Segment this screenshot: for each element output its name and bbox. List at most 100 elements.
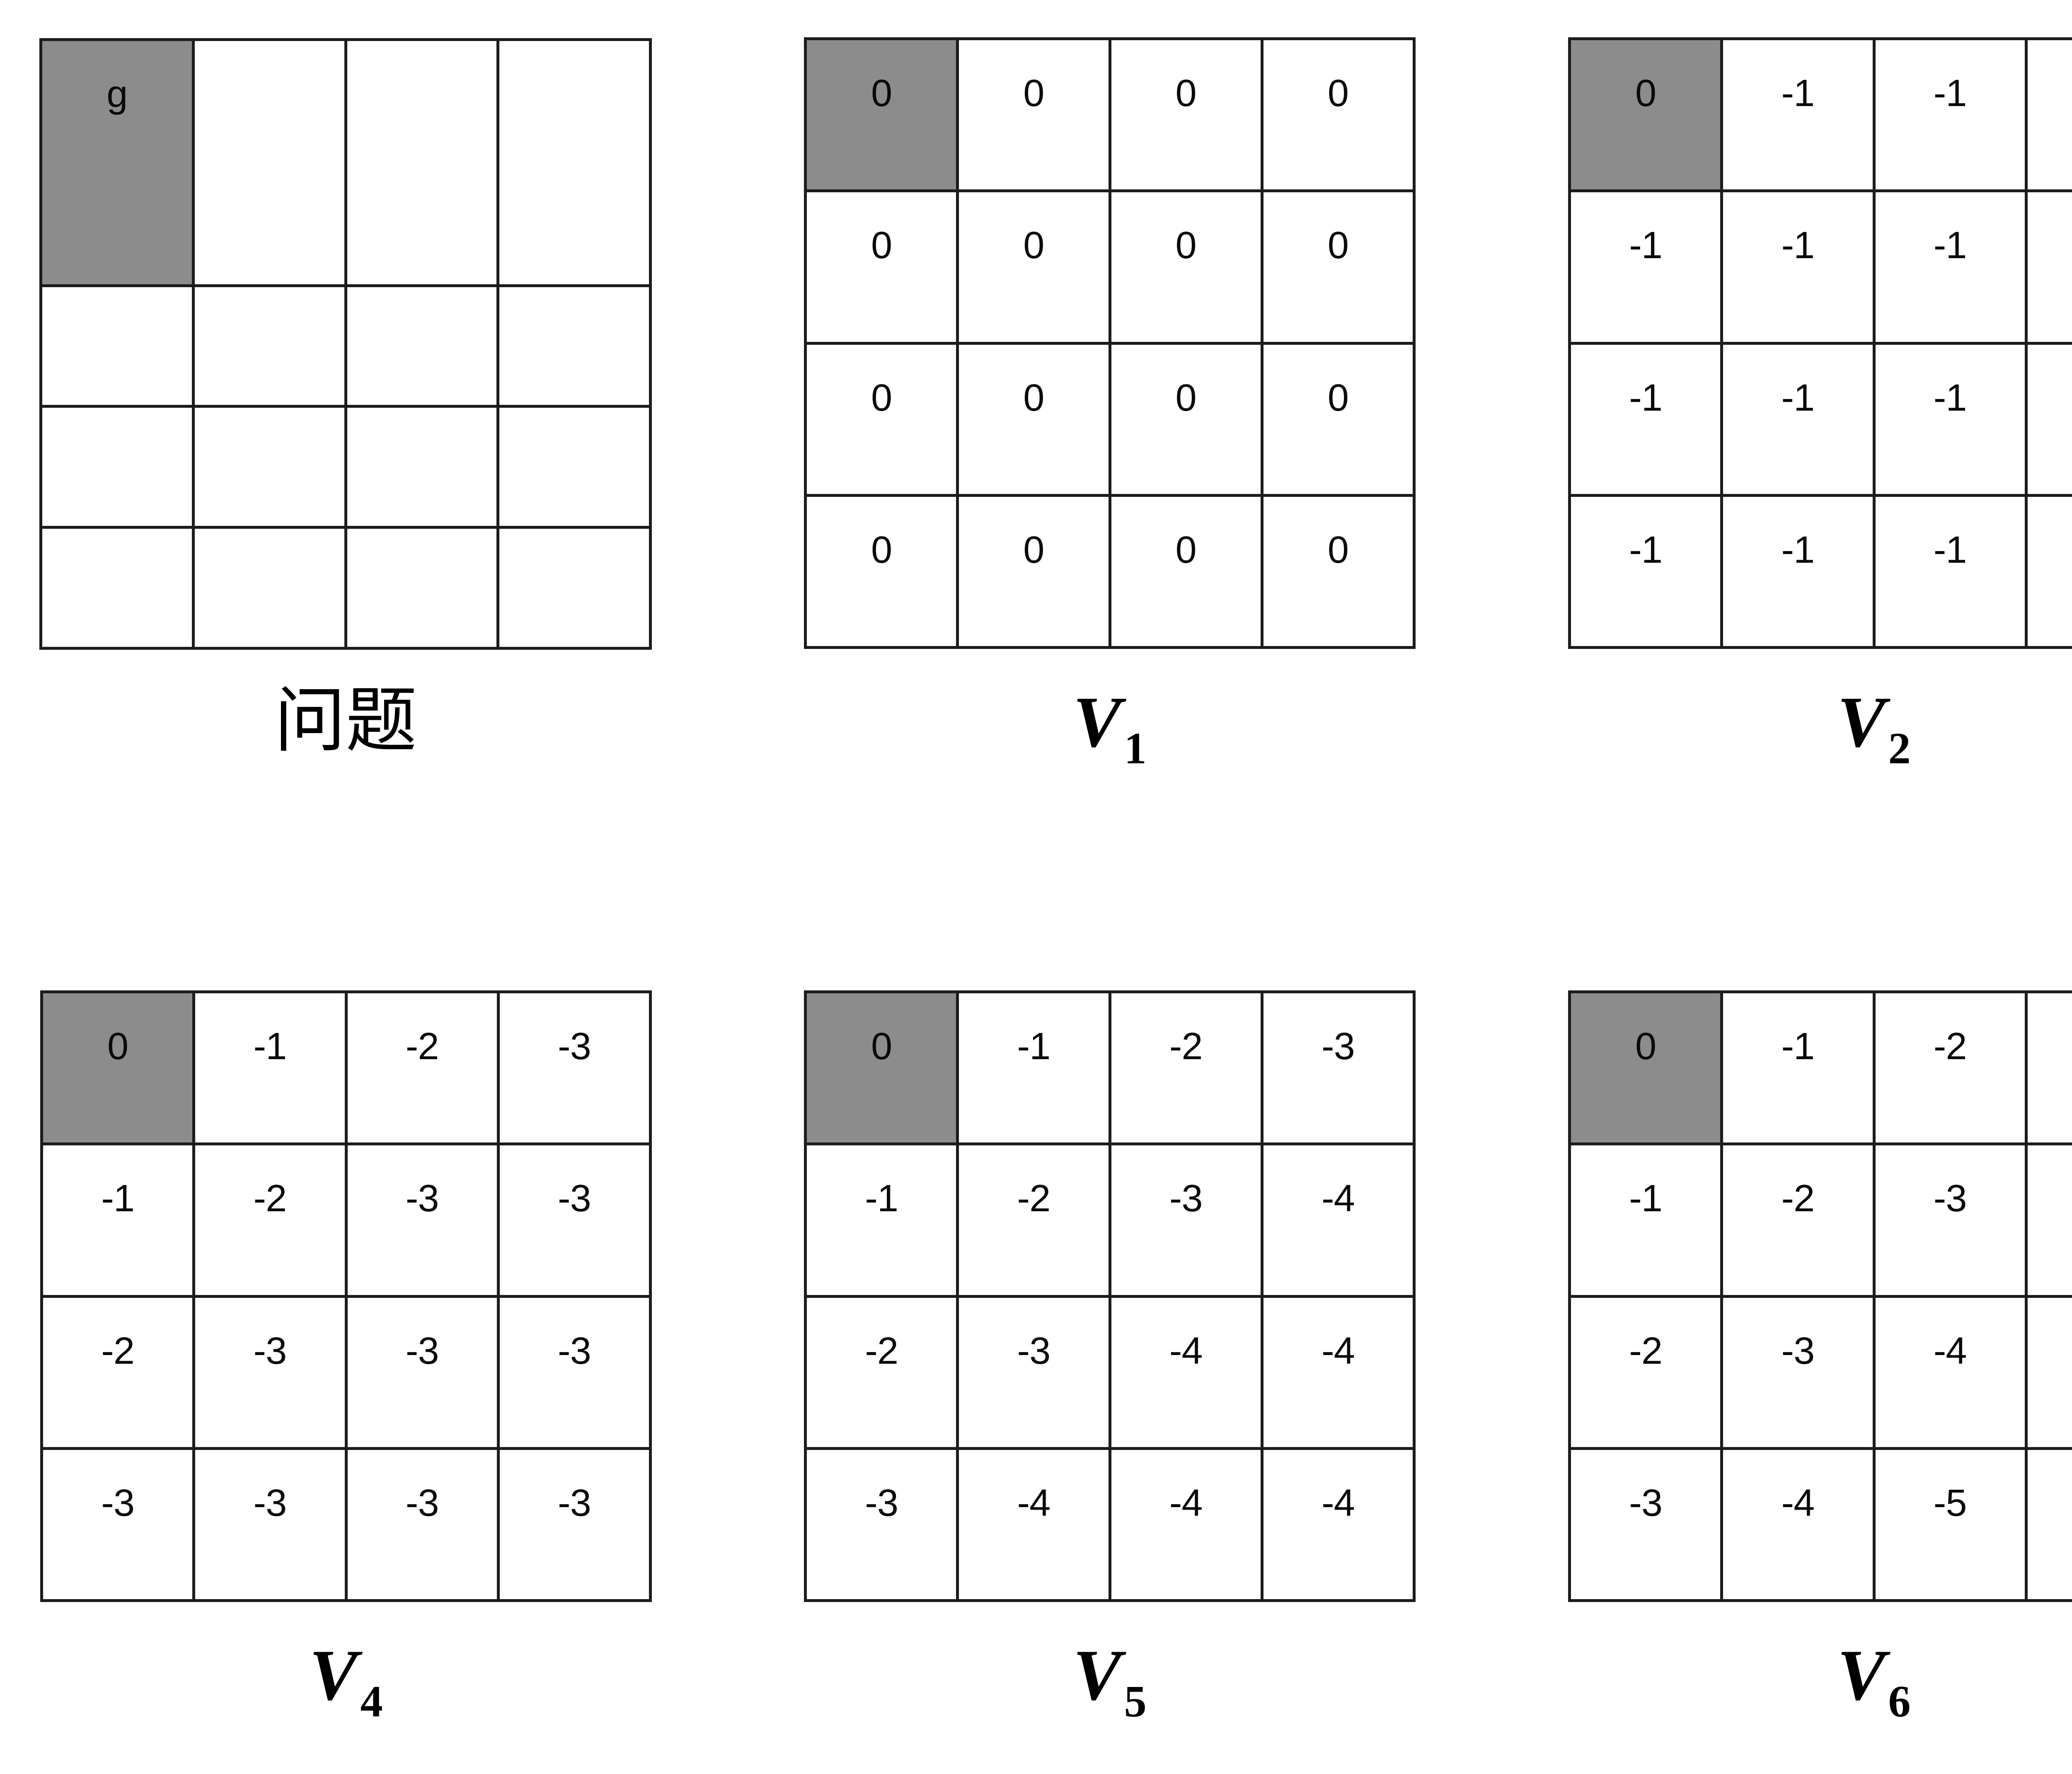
grid-cell — [496, 405, 652, 529]
cell-value: -3 — [557, 1025, 591, 1067]
cell-value: -2 — [1017, 1177, 1051, 1220]
cell-value — [347, 287, 497, 321]
cell-value: 0 — [1327, 224, 1349, 267]
grid-cell: -1 — [1720, 341, 1876, 497]
cell-value — [347, 529, 497, 563]
grid-cell: 0 — [1108, 341, 1264, 497]
cell-value: 0 — [1023, 376, 1044, 419]
grid-cell: -1 — [40, 1142, 196, 1298]
grid-cell: -1 — [2024, 189, 2072, 345]
caption-symbol: V — [1073, 682, 1121, 762]
panel-caption-v4: V4 — [40, 1639, 652, 1724]
grid-cell: -3 — [344, 1142, 500, 1298]
caption-text: 问题 — [274, 682, 417, 761]
grid-row: -2-3-4-4 — [804, 1295, 1416, 1450]
grid-cell: -3 — [496, 1142, 652, 1298]
grid-cell-terminal: 0 — [40, 990, 196, 1146]
caption-symbol: V — [1837, 682, 1886, 762]
cell-value: -3 — [557, 1481, 591, 1524]
grid-cell-terminal: 0 — [1568, 37, 1723, 193]
grid-cell: -1 — [2024, 494, 2072, 649]
grid-cell: -3 — [496, 990, 652, 1146]
grid-cell: 0 — [1260, 189, 1416, 345]
grid-cell: -3 — [192, 1295, 348, 1450]
cell-value: -1 — [1629, 1177, 1663, 1220]
grid-row: -3-4-5-5 — [1568, 1447, 2072, 1602]
grid-cell: -1 — [1872, 494, 2028, 649]
value-grid-problem: g — [39, 38, 652, 650]
grid-cell: -1 — [1568, 341, 1723, 497]
cell-value: -2 — [1933, 1025, 1967, 1067]
cell-value: 0 — [1175, 376, 1197, 419]
panel-caption-v2: V2 — [1568, 686, 2072, 771]
cell-value: -4 — [1321, 1177, 1355, 1220]
grid-cell: -1 — [1720, 189, 1876, 345]
cell-value — [195, 41, 344, 75]
cell-value: -3 — [865, 1481, 898, 1524]
cell-value — [499, 529, 649, 563]
grid-row: 0-1-2-3 — [804, 990, 1416, 1146]
cell-value: -1 — [1933, 72, 1967, 114]
cell-value: -2 — [101, 1329, 135, 1372]
caption-symbol: V — [1073, 1635, 1121, 1715]
cell-value: 0 — [871, 224, 892, 267]
cell-value: -1 — [2028, 192, 2072, 264]
grid-row: 0-1-2-3 — [1568, 990, 2072, 1146]
cell-value: 0 — [871, 1025, 892, 1067]
grid-cell: -3 — [956, 1295, 1111, 1450]
grid-cell: -4 — [956, 1447, 1111, 1602]
cell-value — [42, 529, 192, 563]
cell-value: -1 — [1781, 376, 1815, 419]
cell-value: -3 — [557, 1177, 591, 1220]
caption-subscript: 4 — [360, 1677, 383, 1727]
cell-value: 0 — [1175, 72, 1197, 114]
grid-row: -2-3-4-5 — [1568, 1295, 2072, 1450]
grid-cell: -4 — [1720, 1447, 1876, 1602]
cell-value: -1 — [1933, 224, 1967, 267]
grid-cell: -3 — [1720, 1295, 1876, 1450]
cell-value: -1 — [101, 1177, 135, 1220]
cell-value: -3 — [101, 1481, 135, 1524]
grid-row: -3-3-3-3 — [40, 1447, 652, 1602]
cell-value: -1 — [1629, 224, 1663, 267]
panel-v6: 0-1-2-3-1-2-3-4-2-3-4-5-3-4-5-5 — [1568, 990, 2072, 1602]
panel-v4: 0-1-2-3-1-2-3-3-2-3-3-3-3-3-3-3 — [40, 990, 652, 1602]
cell-value: -4 — [1321, 1329, 1355, 1372]
grid-cell: -1 — [1720, 37, 1876, 193]
grid-cell: -3 — [2024, 990, 2072, 1146]
cell-value: -1 — [865, 1177, 898, 1220]
cell-value: 0 — [1023, 528, 1044, 571]
grid-cell: 0 — [1260, 37, 1416, 193]
cell-value: -2 — [253, 1177, 287, 1220]
cell-value: -3 — [1629, 1481, 1663, 1524]
value-grid-v5: 0-1-2-3-1-2-3-4-2-3-4-4-3-4-4-4 — [804, 990, 1416, 1602]
grid-cell — [191, 405, 347, 529]
cell-value: 0 — [1023, 72, 1044, 114]
grid-cell: -2 — [1108, 990, 1264, 1146]
grid-cell — [39, 526, 195, 650]
grid-cell: -3 — [1872, 1142, 2028, 1298]
grid-cell: -3 — [496, 1447, 652, 1602]
panel-caption-v6: V6 — [1568, 1639, 2072, 1724]
grid-cell: -5 — [2024, 1295, 2072, 1450]
grid-row: 0-1-1-1 — [1568, 37, 2072, 193]
cell-value: -3 — [405, 1329, 439, 1372]
grid-row: 0-1-2-3 — [40, 990, 652, 1146]
grid-cell — [496, 38, 652, 287]
grid-cell — [39, 405, 195, 529]
panel-problem: g — [39, 38, 652, 650]
caption-subscript: 1 — [1124, 724, 1147, 774]
grid-cell: -4 — [1260, 1447, 1416, 1602]
grid-row: -1-1-1-1 — [1568, 341, 2072, 497]
cell-value: -3 — [405, 1177, 439, 1220]
grid-cell: -3 — [804, 1447, 959, 1602]
grid-cell: 0 — [1108, 494, 1264, 649]
cell-value: -2 — [1629, 1329, 1663, 1372]
cell-value: -1 — [1629, 528, 1663, 571]
grid-cell-terminal: 0 — [804, 37, 959, 193]
cell-value: 0 — [1635, 72, 1656, 114]
cell-value: 0 — [1175, 224, 1197, 267]
cell-value — [499, 41, 649, 75]
